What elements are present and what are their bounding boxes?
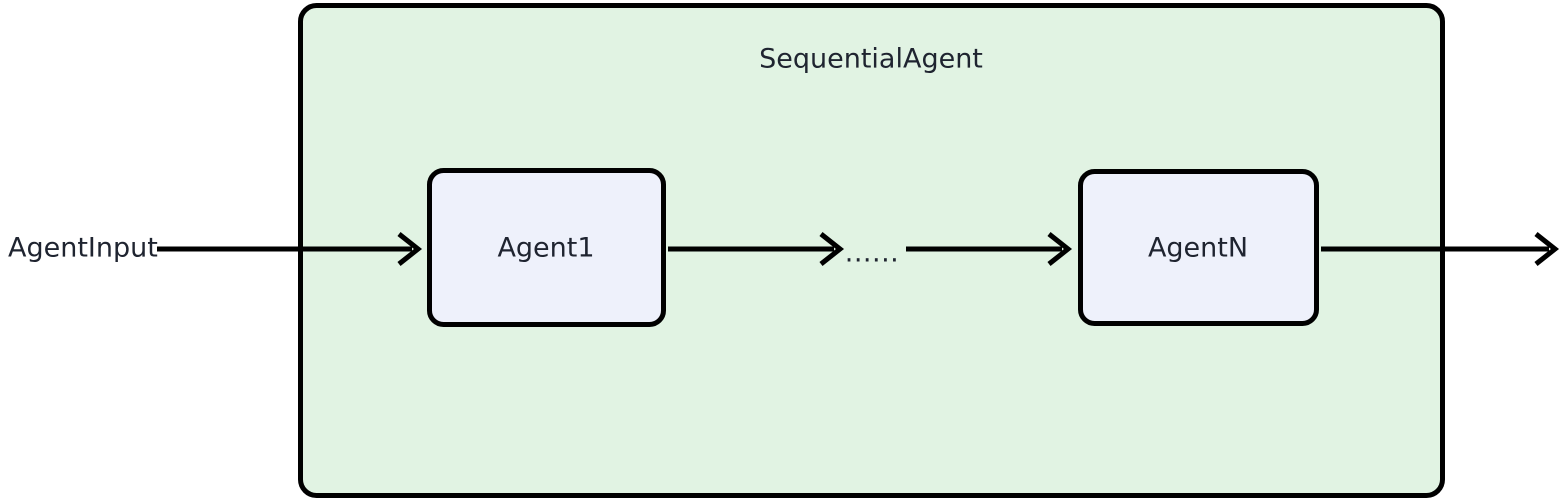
node-agent1[interactable]: Agent1 bbox=[427, 168, 666, 327]
arrowhead-icon bbox=[397, 232, 423, 266]
ellipsis-label: ...... bbox=[845, 238, 900, 269]
node-agentn[interactable]: AgentN bbox=[1078, 169, 1319, 326]
agent1-box[interactable] bbox=[427, 168, 666, 327]
edge-agentn-to-output bbox=[1321, 232, 1560, 266]
agentn-box[interactable] bbox=[1078, 169, 1319, 326]
agent1-label: Agent1 bbox=[497, 233, 594, 264]
arrowhead-icon bbox=[819, 232, 845, 266]
arrowhead-icon bbox=[1047, 232, 1073, 266]
agent-input-label: AgentInput bbox=[8, 233, 158, 264]
sequential-agent-group-title: SequentialAgent bbox=[759, 44, 983, 75]
edge-input-to-agent1 bbox=[157, 232, 423, 266]
agentn-label: AgentN bbox=[1148, 233, 1248, 264]
edge-ellipsis-to-agentn bbox=[906, 232, 1073, 266]
arrowhead-icon bbox=[1534, 232, 1560, 266]
edge-agent1-to-ellipsis bbox=[668, 232, 845, 266]
